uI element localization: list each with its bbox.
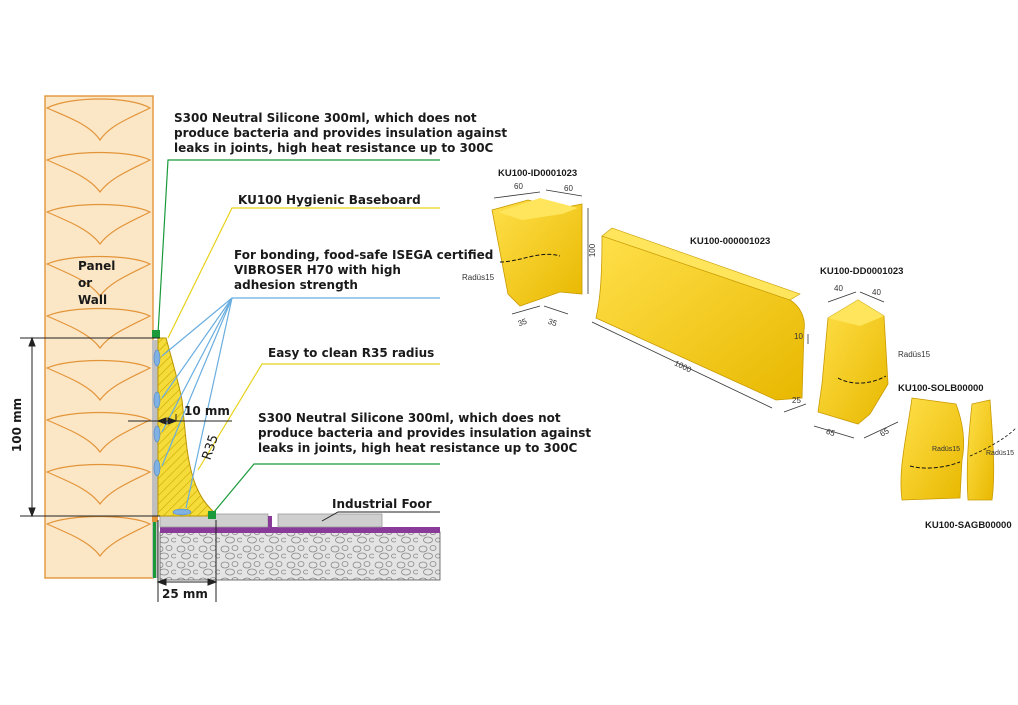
dim-height-label: 100 mm (10, 397, 25, 453)
code-end-left: KU100-SOLB00000 (898, 383, 984, 394)
product-end-caps (900, 397, 1017, 501)
dim-depth-label: 25 mm (162, 587, 208, 601)
callout-silicone-bottom: S300 Neutral Silicone 300ml, which does … (258, 411, 592, 455)
outer-corner-radius: Radüs15 (898, 350, 931, 359)
inner-corner-w2: 60 (564, 184, 573, 193)
code-end-right: KU100-SAGB00000 (925, 520, 1012, 531)
callout-baseboard: KU100 Hygienic Baseboard (238, 193, 421, 207)
product-outer-corner (813, 291, 899, 439)
end-right-radius: Radüs15 (986, 450, 1015, 457)
callout-floor: Industrial Foor (332, 497, 432, 511)
inner-corner-w1: 60 (514, 182, 523, 191)
product-inner-corner (491, 189, 589, 315)
floor-leader (321, 511, 440, 522)
code-straight: KU100-000001023 (690, 236, 771, 247)
callout-radius: Easy to clean R35 radius (268, 346, 435, 360)
straight-depth: 25 (792, 396, 801, 405)
callout-bonding: For bonding, food-safe ISEGA certified V… (234, 248, 494, 292)
dim-thickness-label: 10 mm (184, 404, 230, 418)
product-straight (591, 227, 809, 413)
leader-lines (157, 159, 440, 513)
outer-corner-w1: 40 (834, 284, 843, 293)
dimension-lines (20, 336, 232, 602)
end-left-radius: Radüs15 (932, 446, 961, 453)
wall-label: Panel or Wall (78, 259, 116, 307)
straight-thickness: 10 (794, 332, 803, 341)
inner-corner-radius: Radüs15 (462, 273, 495, 282)
code-outer-corner: KU100-DD0001023 (820, 266, 904, 277)
wall-sealant-strip (153, 518, 156, 578)
wall-face (152, 340, 158, 578)
floor-section (159, 513, 441, 581)
outer-corner-w2: 40 (872, 288, 881, 297)
code-inner-corner: KU100-ID0001023 (498, 168, 578, 179)
baseboard-profile (152, 330, 216, 522)
wall-panel (44, 95, 154, 579)
callout-silicone-top: S300 Neutral Silicone 300ml, which does … (174, 111, 508, 155)
inner-corner-h: 100 (588, 243, 598, 258)
